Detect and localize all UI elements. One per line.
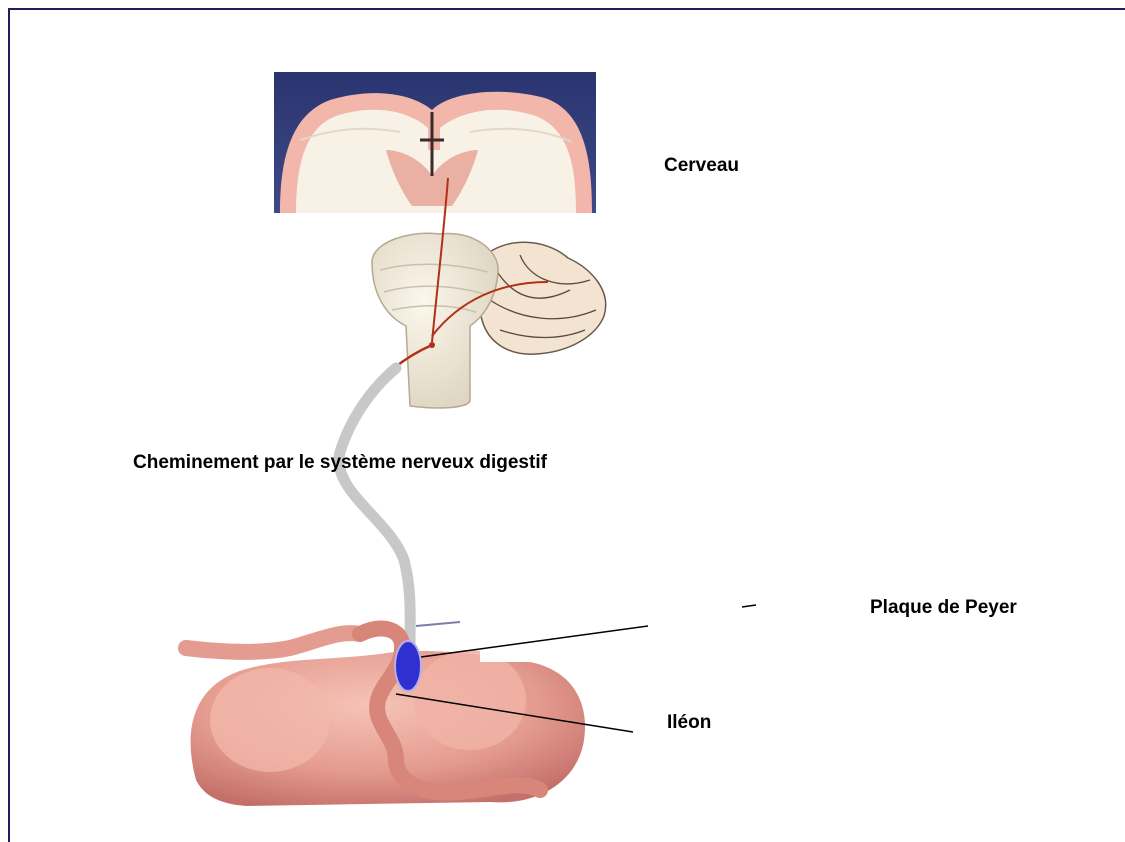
brain-label: Cerveau <box>664 155 739 177</box>
nerve-pathway <box>339 368 410 648</box>
nerve-connector-line <box>416 622 460 626</box>
label-mask <box>480 622 650 662</box>
peyer-patch-label: Plaque de Peyer <box>870 597 1017 619</box>
ileum-label: Iléon <box>667 712 711 734</box>
brain-illustration <box>274 72 596 213</box>
peyer-patch-marker <box>395 641 421 691</box>
pathway-label: Cheminement par le système nerveux diges… <box>133 452 547 474</box>
peyer-pointer-tick <box>742 605 756 607</box>
